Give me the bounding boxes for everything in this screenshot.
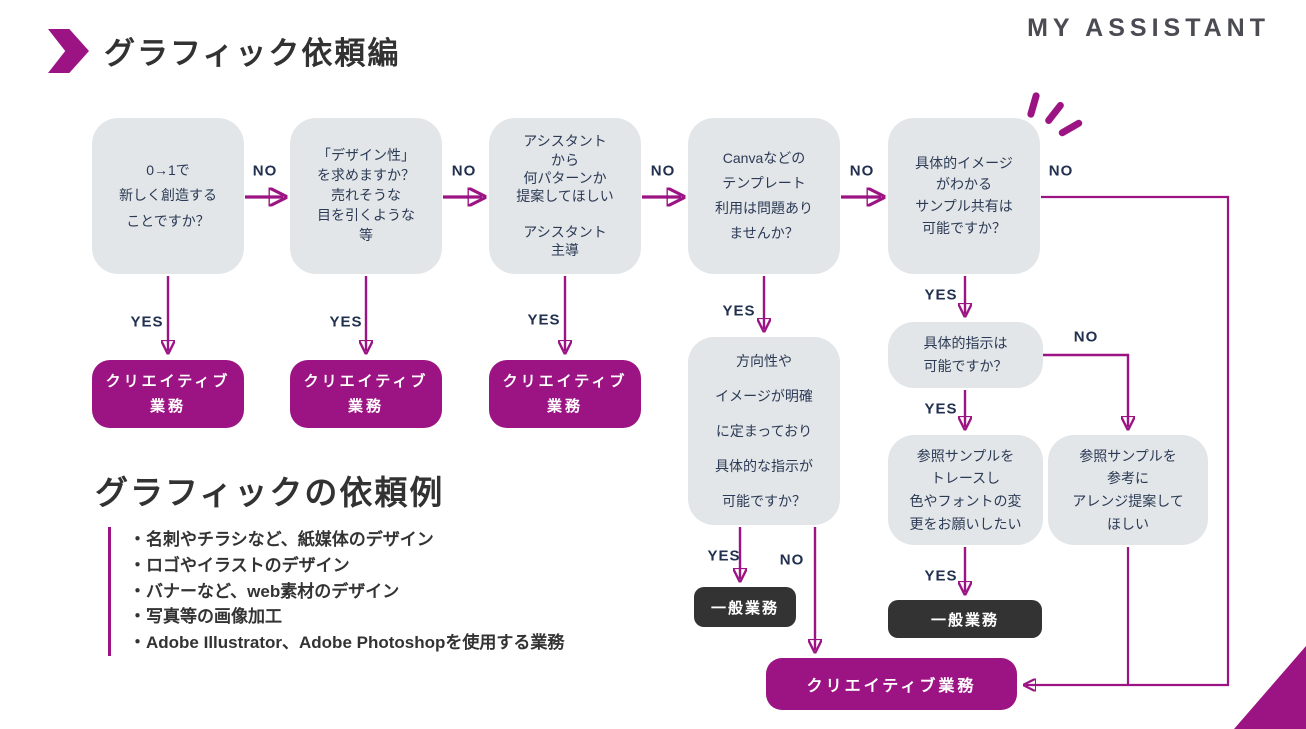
result-general-1: 一般業務 <box>694 587 796 627</box>
list-item: ・Adobe Illustrator、Adobe Photoshopを使用する業… <box>129 633 565 653</box>
decision-design-quality: 「デザイン性」を求めますか？売れそうな目を引くような等 <box>290 118 442 274</box>
result-general-2: 一般業務 <box>888 600 1042 638</box>
task-arrange-proposal: 参照サンプルを参考にアレンジ提案してほしい <box>1048 435 1208 545</box>
list-item: ・写真等の画像加工 <box>129 607 282 627</box>
edge-label-no: NO <box>451 162 477 180</box>
result-creative-3: クリエイティブ業務 <box>489 360 641 428</box>
examples-list: ・名刺やチラシなど、紙媒体のデザイン ・ロゴやイラストのデザイン ・バナーなど、… <box>108 527 565 657</box>
decision-specific-instructions: 具体的指示は可能ですか？ <box>888 322 1043 388</box>
edge-label-no: NO <box>849 162 875 180</box>
edge-label-no: NO <box>1048 162 1074 180</box>
edge-label-yes: YES <box>527 311 561 329</box>
edge-label-no: NO <box>252 162 278 180</box>
list-item: ・ロゴやイラストのデザイン <box>129 555 350 575</box>
decision-clear-direction: 方向性やイメージが明確に定まっており具体的な指示が可能ですか？ <box>688 337 840 525</box>
emphasis-dash-icon <box>1026 91 1041 119</box>
edge-label-yes: YES <box>722 302 756 320</box>
title-chevron-icon <box>48 29 89 73</box>
emphasis-dash-icon <box>1057 118 1084 138</box>
decision-canva-template: Canvaなどのテンプレート利用は問題ありませんか？ <box>688 118 840 274</box>
edge-label-yes: YES <box>130 313 164 331</box>
corner-triangle <box>1234 646 1306 729</box>
decision-sample-sharing: 具体的イメージがわかるサンプル共有は可能ですか？ <box>888 118 1040 274</box>
task-trace-sample: 参照サンプルをトレースし色やフォントの変更をお願いしたい <box>888 435 1043 545</box>
edge-label-yes: YES <box>329 313 363 331</box>
edge-label-yes: YES <box>924 400 958 418</box>
list-item: ・バナーなど、web素材のデザイン <box>129 581 400 601</box>
result-creative-2: クリエイティブ業務 <box>290 360 442 428</box>
list-item: ・名刺やチラシなど、紙媒体のデザイン <box>129 530 434 549</box>
edge-label-yes: YES <box>707 547 741 565</box>
edge-label-yes: YES <box>924 286 958 304</box>
edge-label-no: NO <box>1073 328 1099 346</box>
edge-label-no: NO <box>650 162 676 180</box>
result-creative-bottom: クリエイティブ業務 <box>766 658 1017 710</box>
brand-logo: MY ASSISTANT <box>1027 14 1270 42</box>
edge-label-no: NO <box>779 551 805 569</box>
page-title: グラフィック依頼編 <box>104 36 401 71</box>
decision-assistant-led-proposals: アシスタントから何パターンか提案してほしいアシスタント主導 <box>489 118 641 274</box>
decision-create-from-zero: 0→1で新しく創造することですか？ <box>92 118 244 274</box>
edge-label-yes: YES <box>924 567 958 585</box>
examples-heading: グラフィックの依頼例 <box>95 474 445 511</box>
result-creative-1: クリエイティブ業務 <box>92 360 244 428</box>
emphasis-dash-icon <box>1043 100 1066 126</box>
